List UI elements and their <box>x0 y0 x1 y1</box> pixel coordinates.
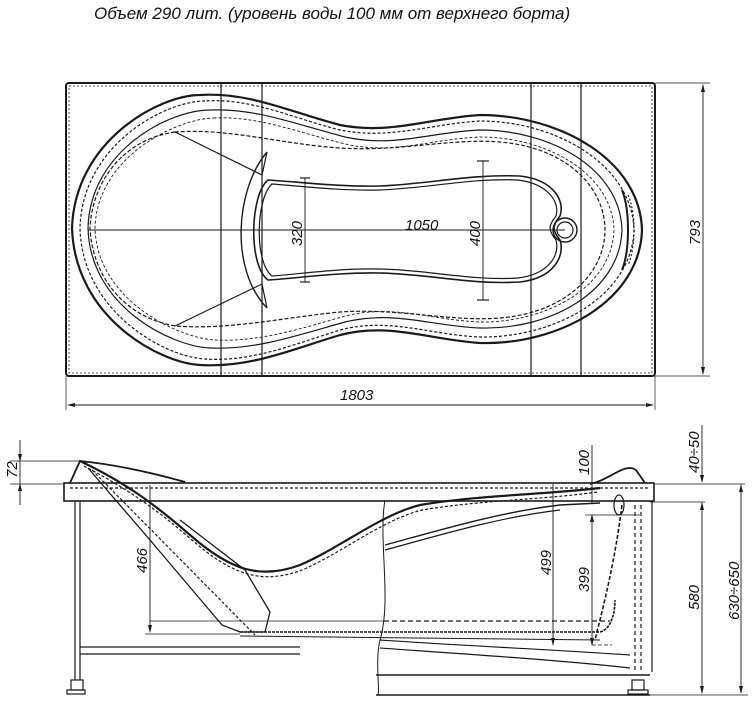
dim-foot-width: 400 <box>467 220 484 246</box>
drawing-title: Объем 290 лит. (уровень воды 100 мм от в… <box>94 4 571 23</box>
dim-total-height: 630÷650 <box>726 561 743 620</box>
dim-water-depth: 399 <box>576 566 593 592</box>
dim-headrest-rise: 72 <box>4 461 21 478</box>
top-view <box>65 82 710 410</box>
side-view <box>10 425 748 696</box>
dim-total-depth: 499 <box>538 549 555 575</box>
dim-head-depth: 466 <box>134 547 151 573</box>
dim-water-level-offset: 100 <box>576 449 593 475</box>
dim-head-width: 320 <box>289 220 306 246</box>
dim-overall-length: 1803 <box>340 387 374 404</box>
dim-overall-width: 793 <box>687 219 704 245</box>
dim-inner-length: 1050 <box>405 217 439 234</box>
dim-overflow-to-rim: 40÷50 <box>686 431 703 473</box>
dim-rim-height: 580 <box>686 584 703 610</box>
